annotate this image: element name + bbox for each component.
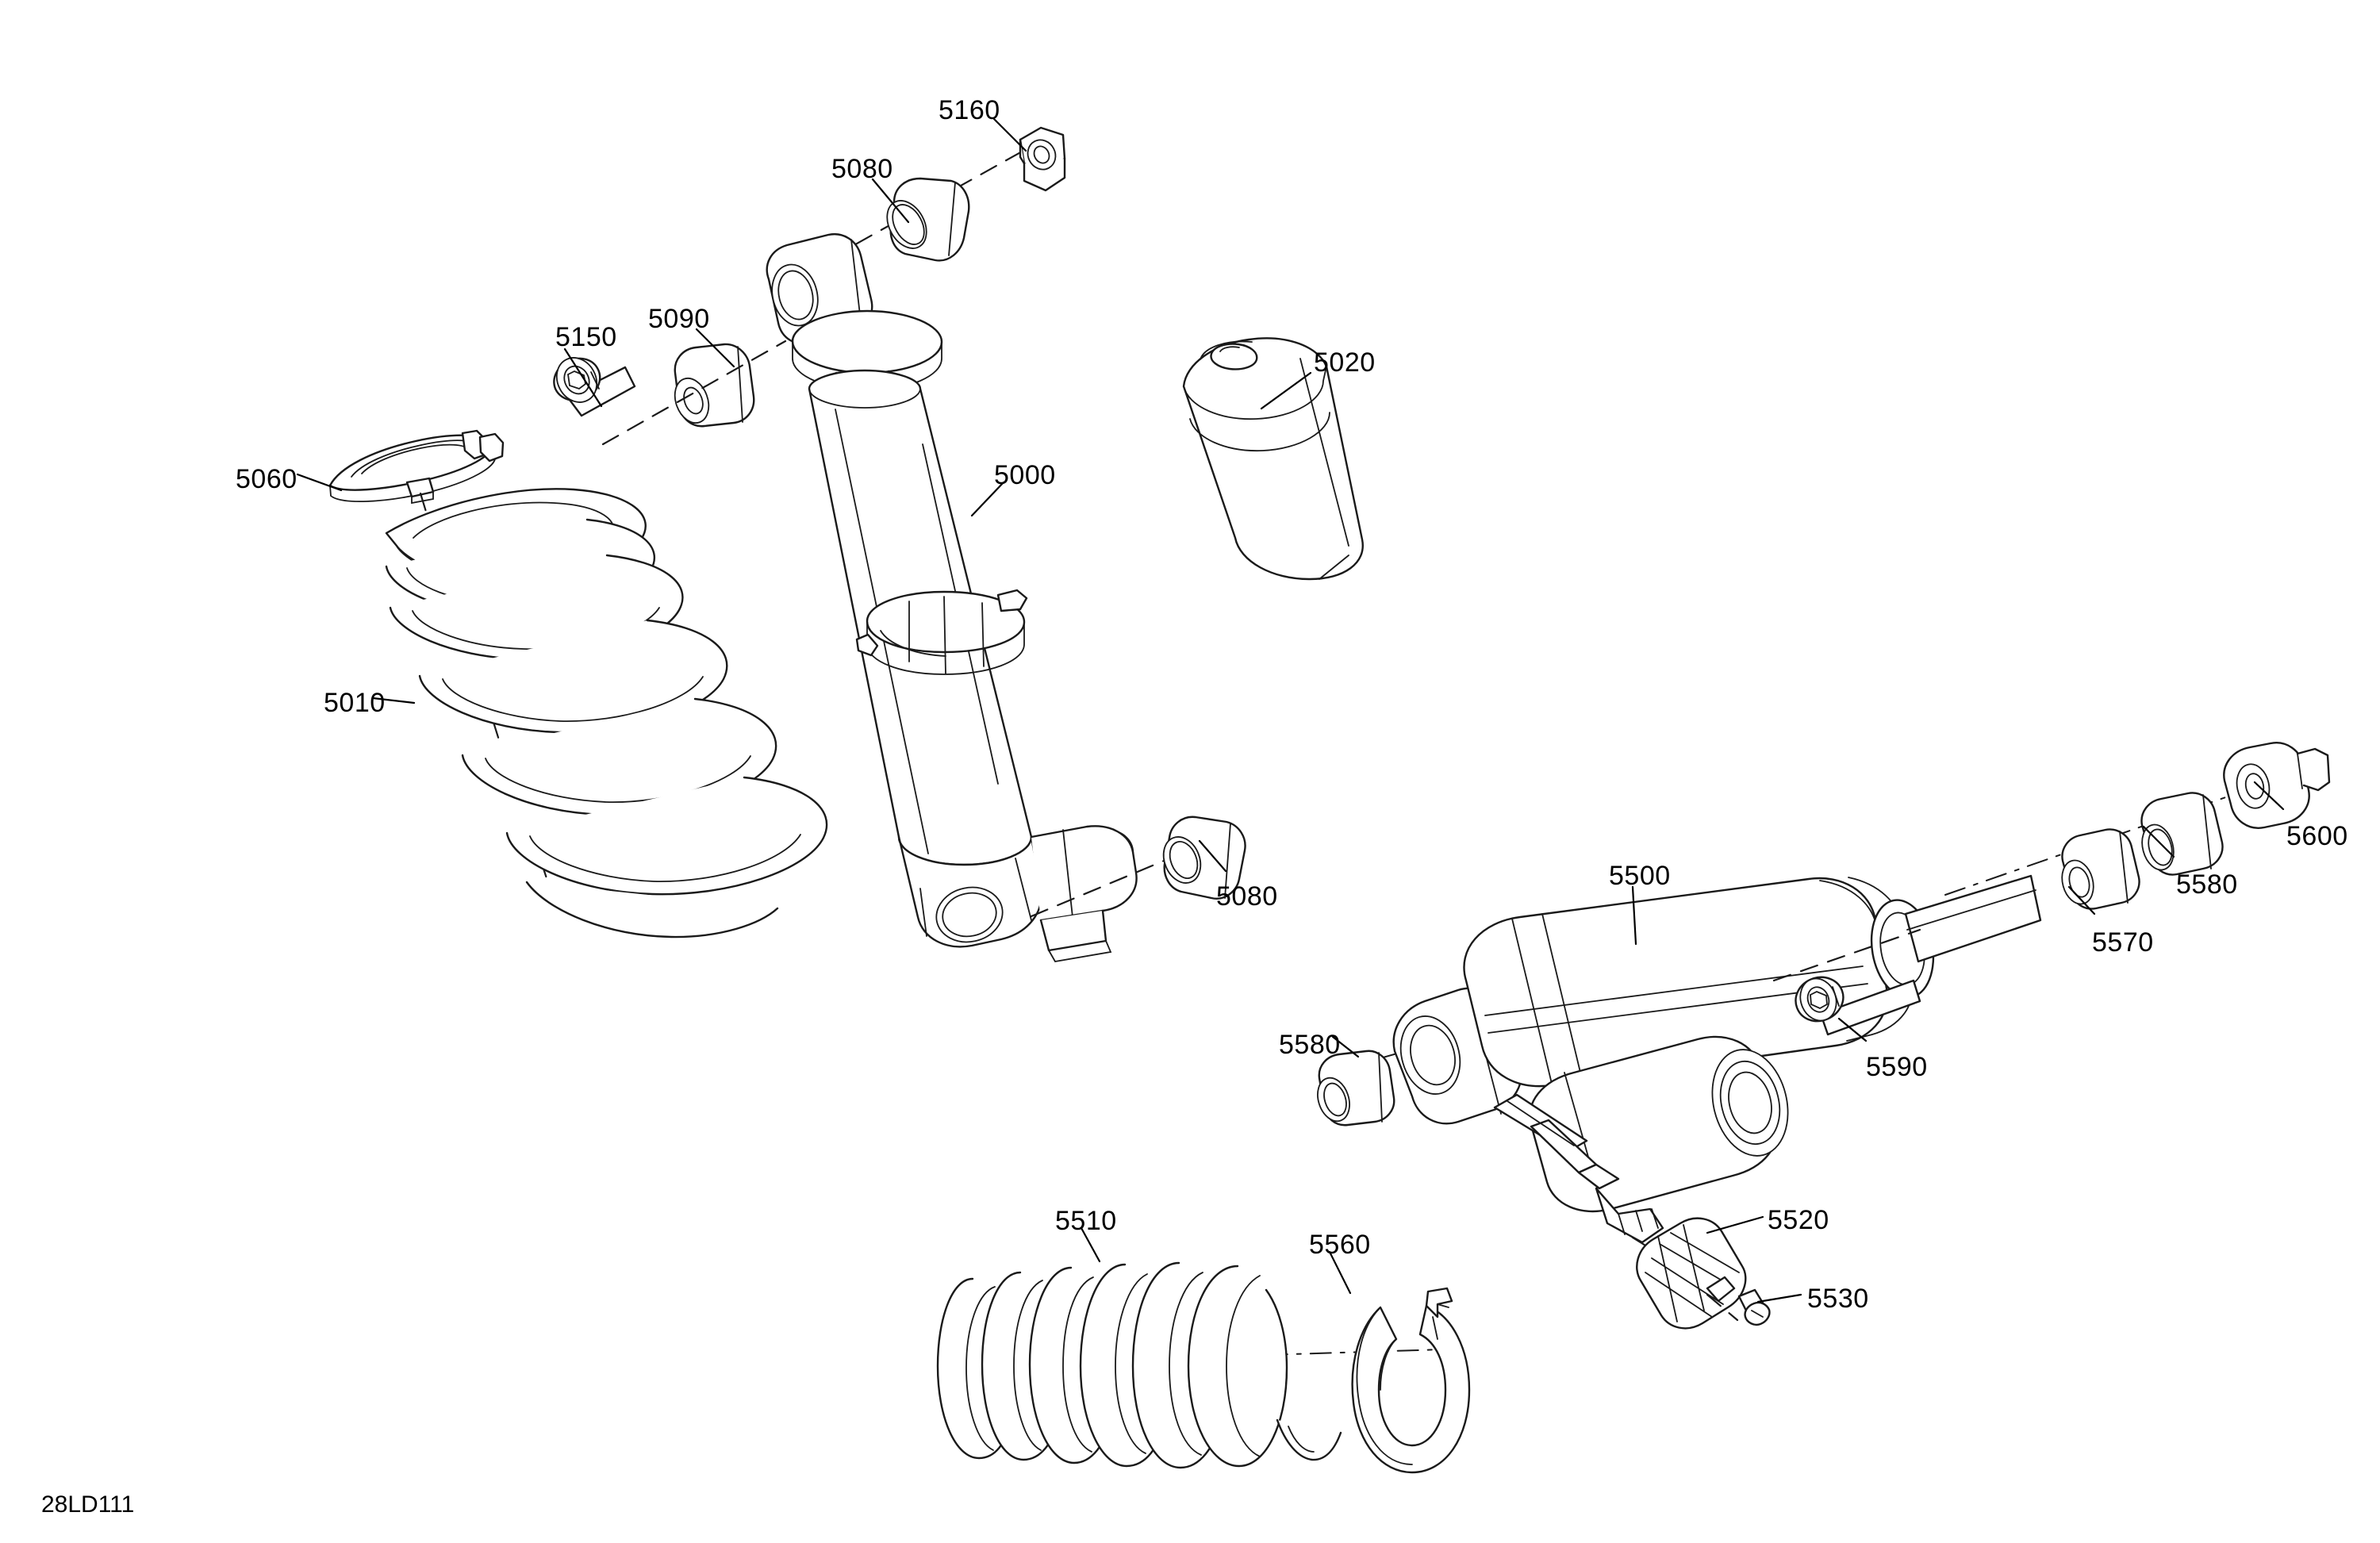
part-5150-socket-bolt <box>553 357 636 417</box>
callout-5530: 5530 <box>1807 1284 1869 1314</box>
callout-5500: 5500 <box>1609 861 1671 891</box>
part-5590-socket-bolt <box>1772 928 1921 1036</box>
callout-5570: 5570 <box>2092 927 2154 958</box>
part-5580-bushing-right <box>2140 792 2224 876</box>
part-5560-split-ring <box>1351 1287 1471 1474</box>
callout-5150: 5150 <box>555 322 617 352</box>
part-5500-rear-shock <box>1392 874 2042 1244</box>
callout-5580-left: 5580 <box>1279 1030 1341 1060</box>
callout-5560: 5560 <box>1309 1230 1371 1260</box>
callout-5080-lower: 5080 <box>1216 881 1278 912</box>
callout-5160: 5160 <box>939 95 1000 125</box>
callout-5600: 5600 <box>2286 821 2348 851</box>
leader-lines <box>296 117 2285 1303</box>
callout-5080-upper: 5080 <box>831 154 893 184</box>
callout-5590: 5590 <box>1866 1052 1928 1082</box>
callout-5000: 5000 <box>994 460 1056 490</box>
part-5570-spacer <box>2061 828 2140 910</box>
part-5060-spring-seat <box>328 429 505 505</box>
part-5530-set-screw <box>1706 1288 1771 1326</box>
callout-5010: 5010 <box>324 688 386 718</box>
callout-5580-right: 5580 <box>2176 869 2238 900</box>
part-5090-spacer-sleeve <box>674 343 755 428</box>
part-5080-lower-bushing <box>1030 816 1246 918</box>
callout-5060: 5060 <box>236 464 298 494</box>
callout-5510: 5510 <box>1055 1206 1117 1236</box>
part-5580-bushing-left <box>1317 1050 1395 1127</box>
part-5160-hex-nut <box>1019 126 1066 192</box>
bolt-axis-centerline <box>601 340 787 446</box>
part-5520-adjuster-knob <box>1631 1217 1747 1330</box>
part-5000-front-shock <box>808 369 1138 962</box>
part-5600-flange-nut <box>2223 742 2331 829</box>
part-5020-boot-cover <box>1182 337 1364 581</box>
callout-5520: 5520 <box>1768 1205 1829 1235</box>
callout-5090: 5090 <box>648 304 710 334</box>
part-5510-rear-coil-spring <box>936 1261 1342 1469</box>
sheet-code-label: 28LD111 <box>41 1491 135 1518</box>
callout-5020: 5020 <box>1314 347 1376 378</box>
part-5080-upper-bushing <box>886 177 970 262</box>
part-5010-front-coil-spring <box>385 488 828 938</box>
